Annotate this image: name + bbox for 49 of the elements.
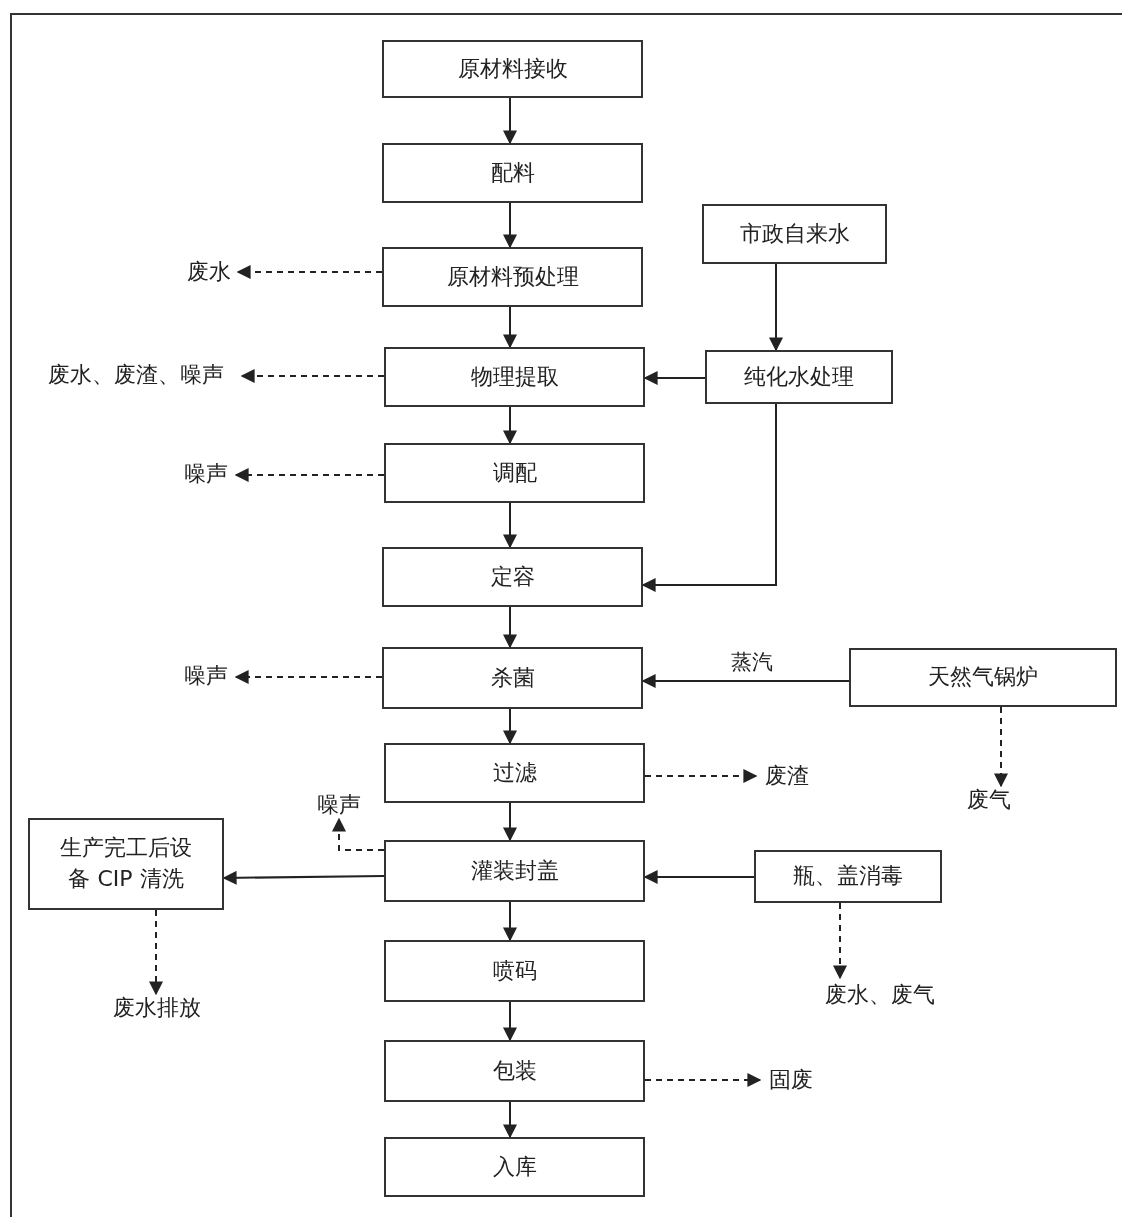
process-box: 灌装封盖 [384,840,645,902]
dashed-arrow [236,265,383,279]
process-box: 瓶、盖消毒 [754,850,942,903]
process-box: 原材料接收 [382,40,643,98]
dashed-arrow [644,769,758,783]
arrow [503,306,517,349]
process-box: 原材料预处理 [382,247,643,307]
arrow [503,406,517,445]
process-box: 包装 [384,1040,645,1102]
arrow [503,202,517,249]
process-box: 生产完工后设备 CIP 清洗 [28,818,224,910]
dashed-arrow [994,706,1008,788]
dashed-arrow [332,817,385,851]
process-box: 过滤 [384,743,645,803]
dashed-arrow [240,369,385,383]
dashed-arrow [234,670,383,684]
dashed-arrow [644,1073,762,1087]
process-box: 天然气锅炉 [849,648,1117,707]
output-label: 废水、废气 [800,978,960,1012]
arrow [503,708,517,745]
dashed-arrow [149,909,163,996]
output-label: 噪声 [308,791,370,819]
output-label: 噪声 [176,460,236,488]
output-label: 噪声 [176,662,236,690]
output-label: 废水、废渣、噪声 [30,361,242,389]
dashed-arrow [234,468,385,482]
arrow [503,1101,517,1139]
process-box: 配料 [382,143,643,203]
process-box: 物理提取 [384,347,645,407]
output-label: 废水 [180,258,238,286]
arrow [503,97,517,145]
output-label: 废气 [958,786,1020,814]
process-box: 纯化水处理 [705,350,893,404]
output-label: 固废 [760,1066,822,1094]
arrow [503,502,517,549]
arrow [769,263,783,352]
output-label: 废水排放 [104,994,210,1022]
process-box: 调配 [384,443,645,503]
process-box: 市政自来水 [702,204,887,264]
process-box: 喷码 [384,940,645,1002]
arrow [503,606,517,649]
arrow [503,1001,517,1042]
arrow [503,802,517,842]
output-label: 废渣 [756,762,818,790]
process-box: 定容 [382,547,643,607]
arrow [503,901,517,942]
process-box: 入库 [384,1137,645,1197]
dashed-arrow [833,902,847,980]
process-box: 杀菌 [382,647,643,709]
